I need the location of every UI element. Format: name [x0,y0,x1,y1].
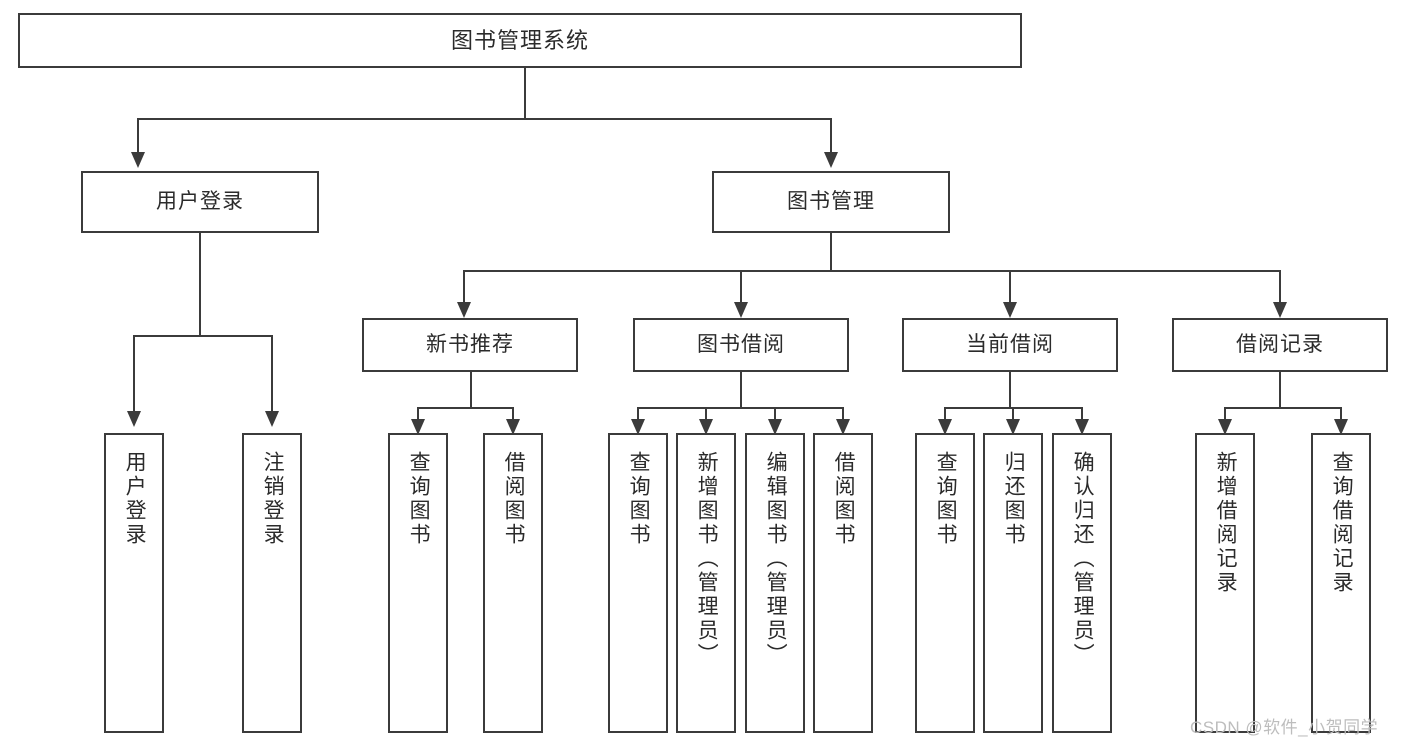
leaf-current-confirm-return-admin[interactable]: 确认归还（管理员） [1052,433,1112,733]
arrowhead-newbook-to-leaf1 [411,419,425,435]
connector-login-to-leaf1 [133,335,135,411]
connector-newbook-to-leaf2 [512,407,514,419]
leaf-borrow-add-book-admin[interactable]: 新增图书（管理员） [676,433,736,733]
arrowhead-current-to-leaf3 [1075,419,1089,435]
connector-record-stem [1279,372,1281,407]
leaf-newbook-borrow-book[interactable]: 借阅图书 [483,433,543,733]
arrowhead-borrow-to-leaf4 [836,419,850,435]
leaf-label: 确认归还（管理员） [1071,451,1095,667]
node-label: 新书推荐 [426,332,514,356]
arrowhead-bookmgmt-to-current [1003,302,1017,318]
connector-newbook-bus [417,407,513,409]
node-label: 图书借阅 [697,332,785,356]
connector-root-to-login [137,118,139,152]
leaf-record-add-record[interactable]: 新增借阅记录 [1195,433,1255,733]
leaf-record-query-record[interactable]: 查询借阅记录 [1311,433,1371,733]
node-book-borrow[interactable]: 图书借阅 [633,318,849,372]
connector-current-to-leaf3 [1081,407,1083,419]
connector-login-stem [199,233,201,335]
arrowhead-login-to-leaf2 [265,411,279,427]
arrowhead-current-to-leaf1 [938,419,952,435]
node-root-system[interactable]: 图书管理系统 [18,13,1022,68]
leaf-label: 查询图书 [934,451,958,547]
connector-root-bus [137,118,832,120]
arrowhead-bookmgmt-to-record [1273,302,1287,318]
leaf-current-return-book[interactable]: 归还图书 [983,433,1043,733]
connector-root-stem [524,68,526,118]
connector-login-to-leaf2 [271,335,273,411]
arrowhead-current-to-leaf2 [1006,419,1020,435]
arrowhead-borrow-to-leaf1 [631,419,645,435]
connector-root-to-bookmgmt [830,118,832,152]
arrowhead-borrow-to-leaf3 [768,419,782,435]
arrowhead-record-to-leaf2 [1334,419,1348,435]
connector-bookmgmt-to-record [1279,270,1281,302]
connector-borrow-to-leaf1 [637,407,639,419]
arrowhead-root-to-bookmgmt [824,152,838,168]
node-borrow-record[interactable]: 借阅记录 [1172,318,1388,372]
connector-current-to-leaf1 [944,407,946,419]
connector-login-bus [133,335,272,337]
leaf-borrow-borrow-book[interactable]: 借阅图书 [813,433,873,733]
node-user-login[interactable]: 用户登录 [81,171,319,233]
connector-bookmgmt-to-current [1009,270,1011,302]
arrowhead-bookmgmt-to-newbook [457,302,471,318]
leaf-borrow-query-book[interactable]: 查询图书 [608,433,668,733]
connector-borrow-to-leaf4 [842,407,844,419]
connector-current-stem [1009,372,1011,407]
node-label: 借阅记录 [1236,332,1324,356]
arrowhead-newbook-to-leaf2 [506,419,520,435]
leaf-label: 查询图书 [627,451,651,547]
leaf-label: 注销登录 [261,451,285,547]
connector-borrow-bus [637,407,843,409]
leaf-borrow-edit-book-admin[interactable]: 编辑图书（管理员） [745,433,805,733]
node-label: 图书管理 [787,189,875,213]
leaf-label: 查询图书 [407,451,431,547]
connector-bookmgmt-bus [463,270,1280,272]
connector-current-to-leaf2 [1012,407,1014,419]
leaf-label: 归还图书 [1002,451,1026,547]
arrowhead-bookmgmt-to-borrow [734,302,748,318]
connector-bookmgmt-to-borrow [740,270,742,302]
node-label: 图书管理系统 [450,27,589,53]
csdn-watermark: CSDN @软件_小贺同学 [1190,718,1379,737]
node-current-borrow[interactable]: 当前借阅 [902,318,1118,372]
connector-borrow-stem [740,372,742,407]
leaf-label: 新增借阅记录 [1214,451,1238,595]
connector-borrow-to-leaf2 [705,407,707,419]
connector-bookmgmt-stem [830,233,832,270]
leaf-label: 查询借阅记录 [1330,451,1354,595]
arrowhead-root-to-login [131,152,145,168]
leaf-label: 新增图书（管理员） [695,451,719,667]
connector-record-to-leaf2 [1340,407,1342,419]
leaf-label: 借阅图书 [502,451,526,547]
arrowhead-record-to-leaf1 [1218,419,1232,435]
leaf-label: 编辑图书（管理员） [764,451,788,667]
node-label: 用户登录 [156,189,244,213]
connector-borrow-to-leaf3 [774,407,776,419]
leaf-current-query-book[interactable]: 查询图书 [915,433,975,733]
connector-record-to-leaf1 [1224,407,1226,419]
leaf-user-login[interactable]: 用户登录 [104,433,164,733]
arrowhead-login-to-leaf1 [127,411,141,427]
connector-newbook-stem [470,372,472,407]
leaf-logout-login[interactable]: 注销登录 [242,433,302,733]
node-new-book-recommend[interactable]: 新书推荐 [362,318,578,372]
connector-newbook-to-leaf1 [417,407,419,419]
connector-bookmgmt-to-newbook [463,270,465,302]
leaf-label: 用户登录 [123,451,147,547]
leaf-newbook-query-book[interactable]: 查询图书 [388,433,448,733]
arrowhead-borrow-to-leaf2 [699,419,713,435]
node-book-management[interactable]: 图书管理 [712,171,950,233]
leaf-label: 借阅图书 [832,451,856,547]
node-label: 当前借阅 [966,332,1054,356]
connector-record-bus [1224,407,1341,409]
